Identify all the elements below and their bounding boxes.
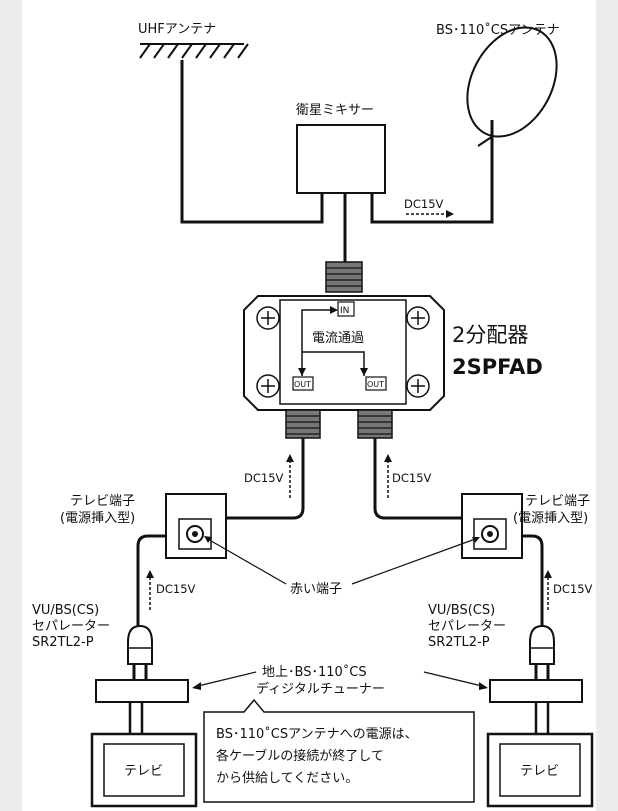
bs-cs-cable [370,120,494,224]
separator-right-line3: SR2TL2-P [428,635,490,650]
splitter-out-label-right: OUT [367,380,384,389]
note-callout [203,698,475,803]
splitter-pass-label: 電流通過 [312,331,364,346]
dc15v-label-sep-right: DC15V [553,582,593,596]
f-connector-out-left [285,409,321,439]
pointer-arrow-icon [479,682,488,690]
mixer-label: 衛星ミキサー [296,103,374,118]
tv-right-label: テレビ [520,764,559,779]
wall-terminal-right-line1: テレビ端子 [525,494,590,509]
tv-left [90,732,198,808]
separator-left-line2: セパレーター [32,619,110,634]
dc15v-label-sep-left: DC15V [156,582,196,596]
tuner-right [489,679,583,703]
wall-terminal-right-line2: (電源挿入型) [513,511,588,526]
cable-splitter-left [226,438,305,520]
splitter-name: 2分配器 [452,323,528,347]
uhf-cable [180,60,324,224]
separator-right [529,624,555,680]
tuner-label-line1: 地上･BS･110˚CS [262,664,367,680]
separator-right-line2: セパレーター [428,619,506,634]
wall-terminal-left-line2: (電源挿入型) [60,511,135,526]
dc15v-label-left: DC15V [244,471,284,485]
bs-cs-antenna-label: BS･110˚CSアンテナ [436,22,560,38]
tuner-label-line2: ディジタルチューナー [256,681,385,697]
note-line2: 各ケーブルの接続が終了して [216,748,384,764]
dc15v-label-top: DC15V [404,197,444,211]
cable-splitter-right [373,438,462,520]
f-connector-in [325,261,363,293]
note-line3: から供給してください。 [216,771,358,786]
uhf-antenna-label: UHFアンテナ [138,22,216,37]
cable-terminal-left [136,534,166,644]
mount-screw-icon [256,306,430,398]
uhf-antenna [139,43,249,59]
tv-left-label: テレビ [124,764,163,779]
separator-right-line1: VU/BS(CS) [428,603,495,618]
dc15v-label-right: DC15V [392,471,432,485]
splitter-model: 2SPFAD [452,355,543,379]
splitter-in-label: IN [340,306,349,316]
red-terminal-label: 赤い端子 [290,582,342,597]
tv-right [486,732,594,808]
separator-left-line3: SR2TL2-P [32,635,94,650]
f-connector-out-right [357,409,393,439]
satellite-mixer [296,124,386,194]
pointer-arrow-icon [192,682,201,690]
splitter-out-label-left: OUT [294,380,311,389]
dc-arrow-icon [446,210,454,218]
separator-left [127,624,153,680]
cable-terminal-right [522,534,544,644]
wall-terminal-left-line1: テレビ端子 [70,494,135,509]
note-line1: BS･110˚CSアンテナへの電源は、 [216,726,418,742]
separator-left-line1: VU/BS(CS) [32,603,99,618]
tuner-left [95,679,189,703]
